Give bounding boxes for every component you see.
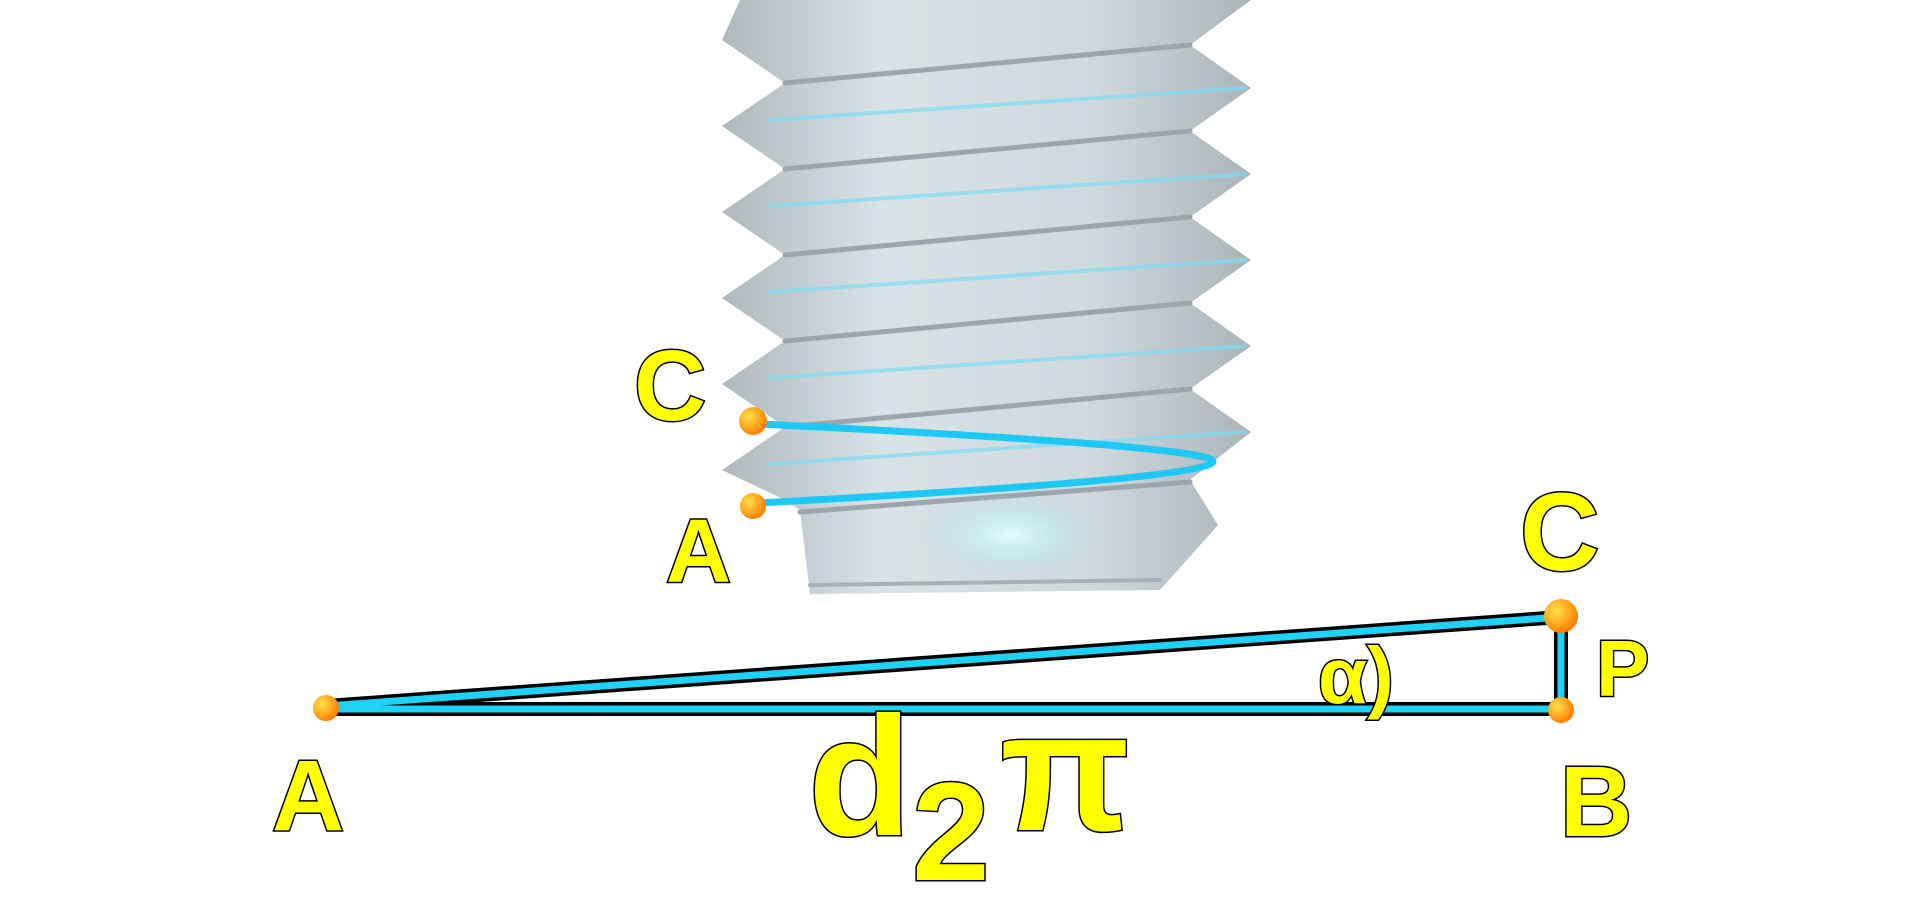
label-d: d [808, 682, 912, 872]
bolt-label-a: A [666, 502, 731, 602]
developed-triangle: A C P B α) d 2 π [271, 470, 1651, 900]
label-pi: π [1000, 677, 1130, 867]
bolt-point-c [739, 407, 767, 435]
label-p: P [1596, 624, 1649, 713]
label-b: B [1560, 746, 1632, 858]
point-c [1544, 599, 1578, 633]
bolt-label-c: C [634, 330, 706, 442]
hypotenuse-ac [322, 613, 1565, 710]
label-c: C [1520, 471, 1599, 594]
label-alpha: α) [1318, 631, 1394, 720]
label-a: A [272, 740, 344, 852]
helix-curve [754, 420, 1217, 507]
bolt-point-a [740, 493, 766, 519]
label-subscript-2: 2 [912, 753, 990, 900]
point-a [313, 695, 339, 721]
threaded-bolt: C A [633, 0, 1251, 604]
point-b [1548, 697, 1574, 723]
bolt-highlight [920, 495, 1100, 575]
